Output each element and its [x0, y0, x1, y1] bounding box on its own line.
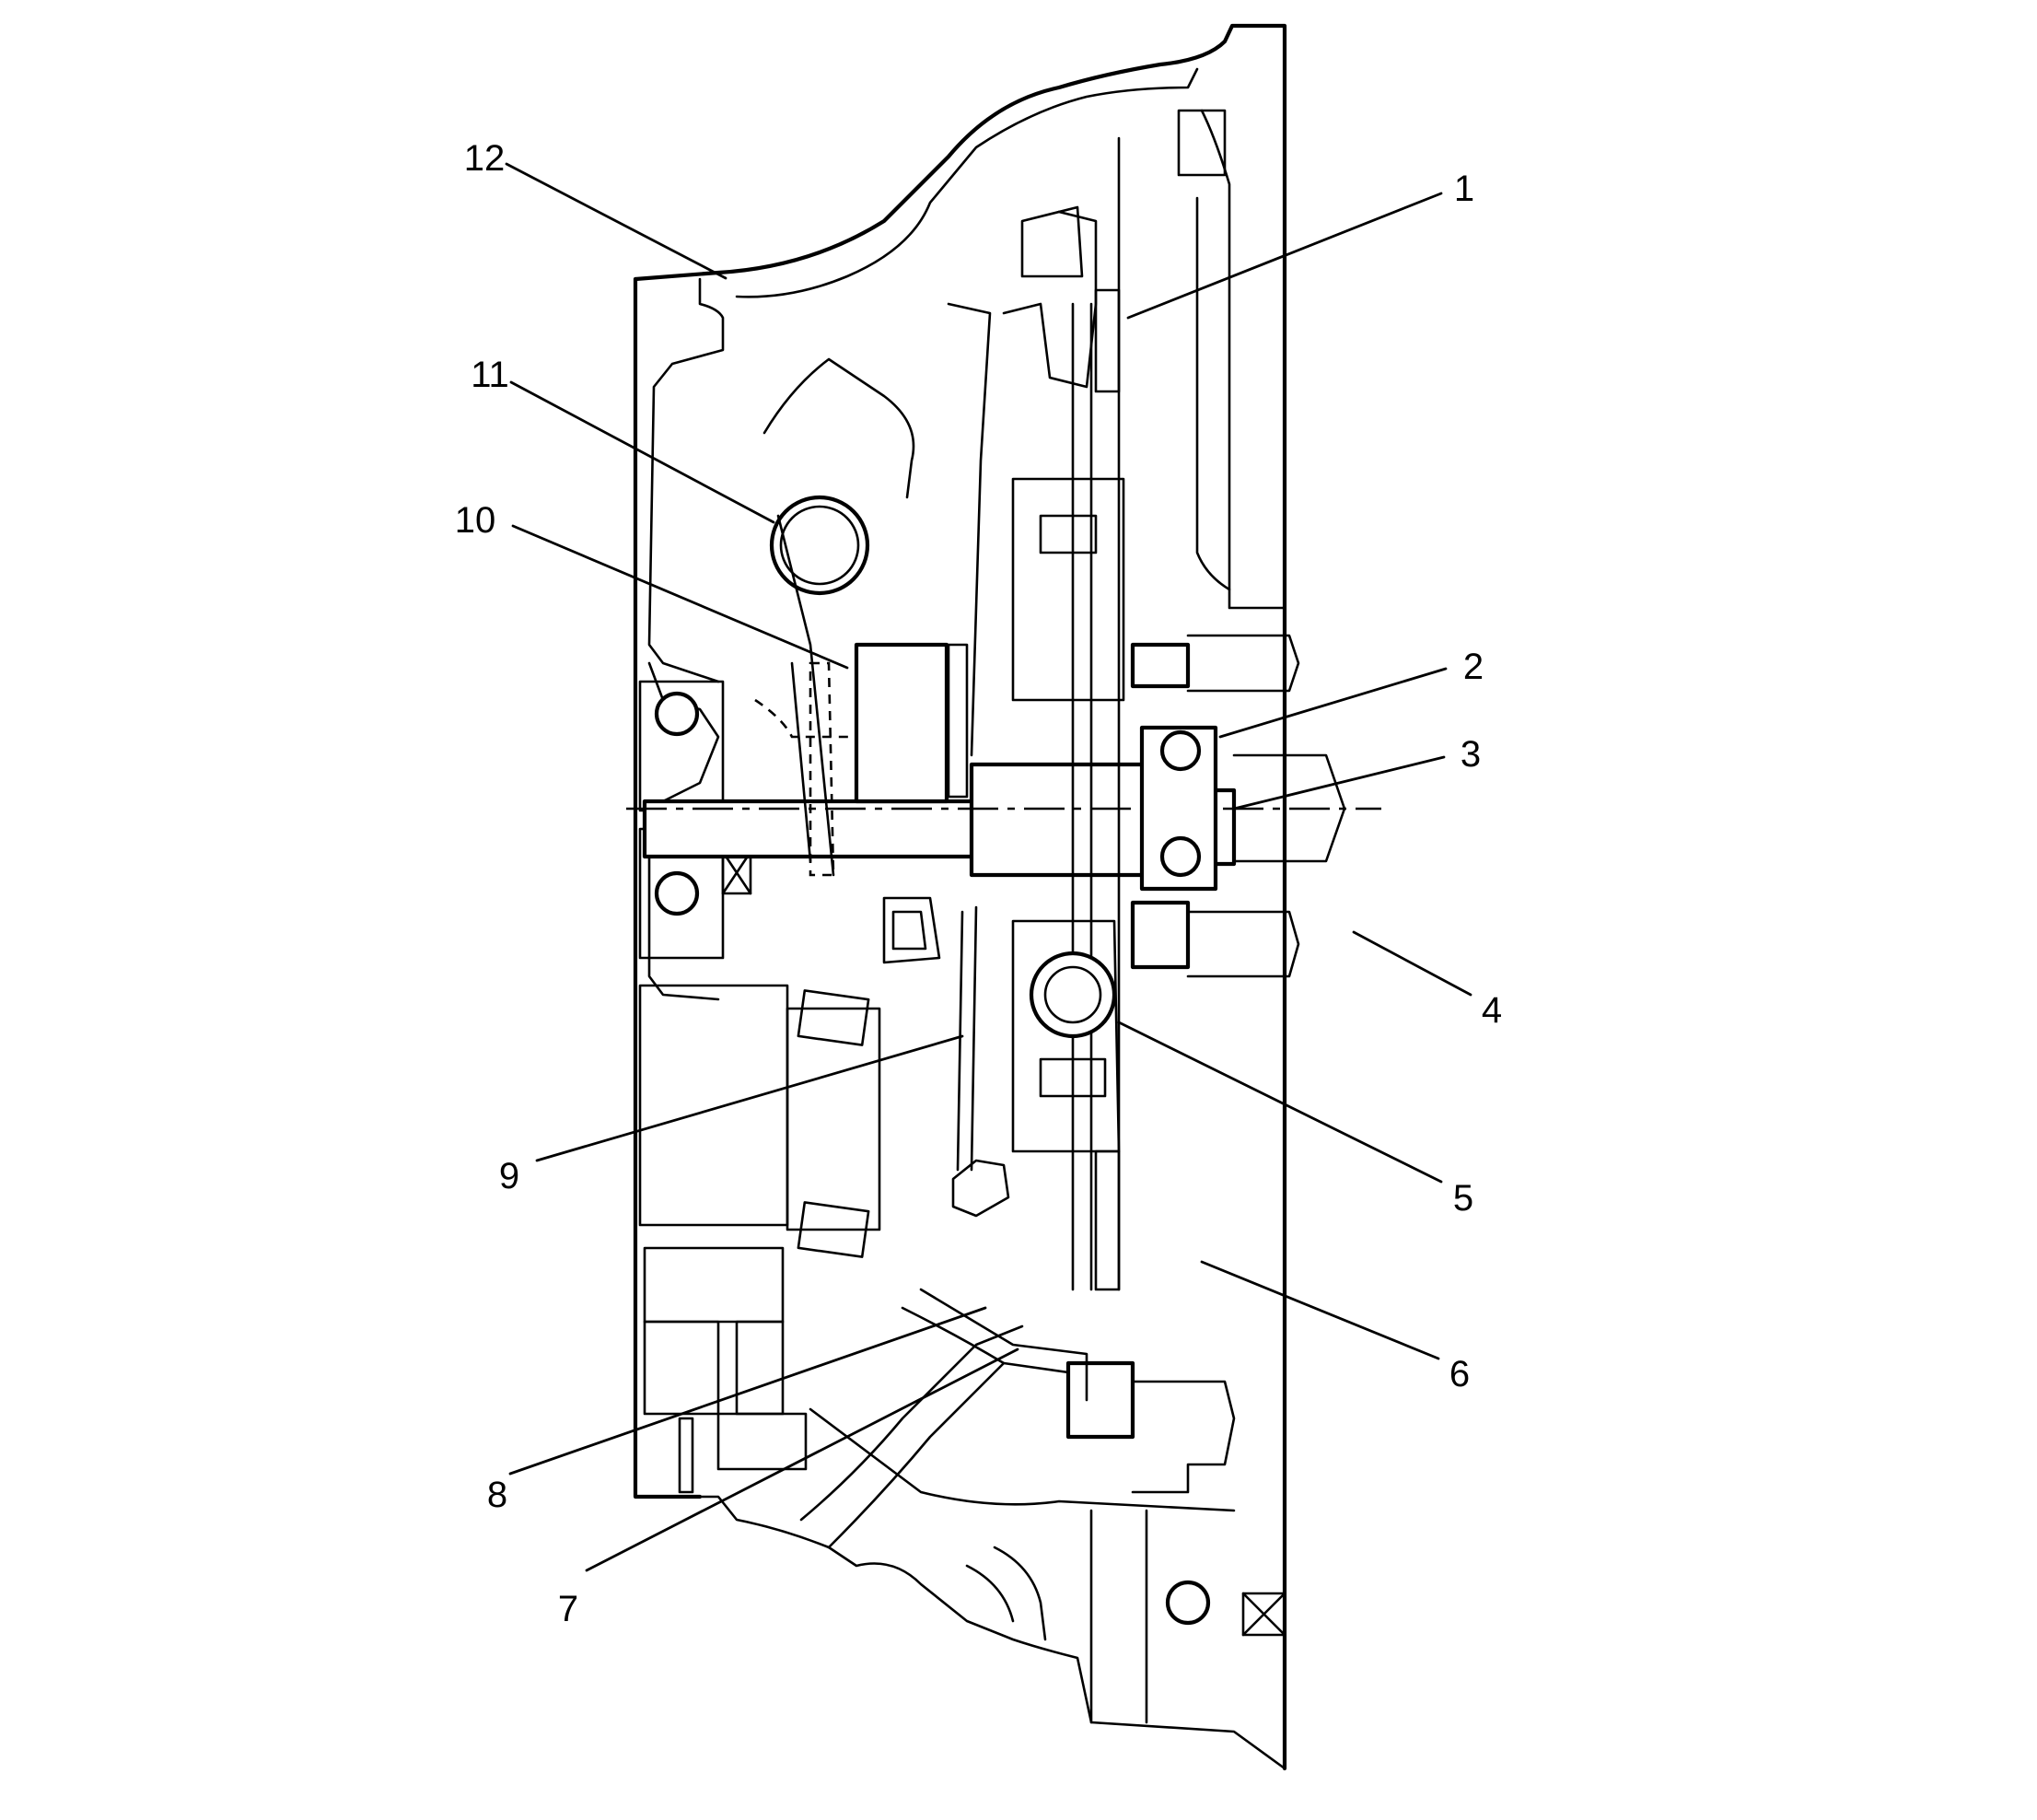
- callout-9: 9: [499, 1156, 519, 1196]
- lower-gear-set: [638, 984, 881, 1494]
- leader-7: [585, 1348, 1019, 1572]
- leader-5: [1117, 1021, 1443, 1184]
- leader-2: [1218, 667, 1448, 739]
- leader-9: [535, 1034, 964, 1162]
- lower-mechanism: [901, 951, 1117, 1402]
- callout-5: 5: [1453, 1178, 1473, 1219]
- callout-1: 1: [1454, 169, 1474, 209]
- leader-10: [511, 524, 849, 670]
- leader-lines: [505, 162, 1472, 1572]
- callout-7: 7: [558, 1589, 578, 1629]
- ring-and-rods: [769, 302, 992, 1172]
- callout-11: 11: [471, 355, 509, 395]
- leader-3: [1232, 755, 1446, 811]
- transaxle-housing: [633, 23, 1287, 1771]
- leader-6: [1200, 1260, 1440, 1360]
- leader-4: [1352, 930, 1472, 997]
- right-bearing-and-bolts: [1065, 109, 1346, 1637]
- callout-2: 2: [1463, 647, 1484, 687]
- callout-8: 8: [487, 1475, 507, 1515]
- callout-4: 4: [1482, 990, 1502, 1031]
- fork-and-rail: [754, 357, 969, 877]
- callout-3: 3: [1461, 734, 1481, 775]
- callout-12: 12: [464, 138, 506, 179]
- leader-11: [509, 380, 775, 524]
- callout-labels: 1 2 3 4 5 6 7 8 9 10 11 12: [455, 138, 1502, 1629]
- center-hub-assembly: [1002, 136, 1125, 1291]
- callout-10: 10: [455, 500, 496, 541]
- leader-8: [508, 1306, 987, 1476]
- main-shaft: [626, 762, 1381, 878]
- leader-12: [505, 162, 728, 280]
- leader-1: [1126, 192, 1443, 320]
- callout-6: 6: [1449, 1354, 1470, 1394]
